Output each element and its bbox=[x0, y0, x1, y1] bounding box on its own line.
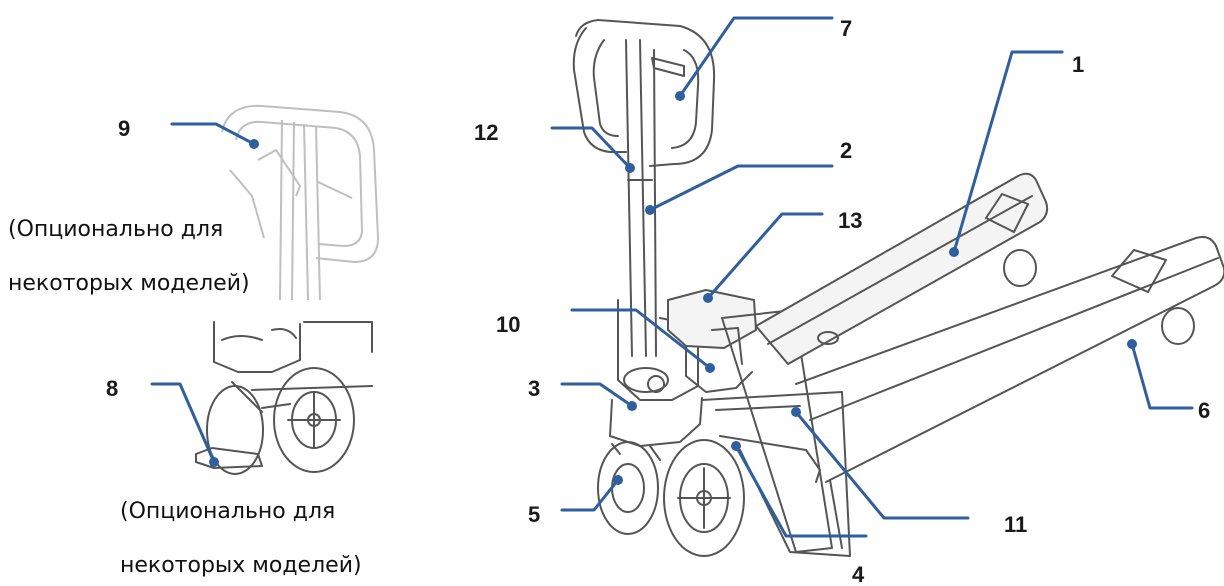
leader-dot-12 bbox=[625, 163, 635, 173]
leader-dot-2 bbox=[645, 205, 655, 215]
leader-line-2 bbox=[648, 164, 834, 212]
leader-line-9 bbox=[170, 122, 256, 146]
leader-dot-6 bbox=[1127, 339, 1137, 349]
optional-note-top-line2: некоторых моделей) bbox=[8, 271, 250, 296]
callout-4: 4 bbox=[852, 562, 865, 586]
leader-line-3 bbox=[560, 382, 634, 408]
callout-2: 2 bbox=[840, 138, 852, 163]
leader-lines bbox=[150, 16, 1194, 538]
leader-dot-3 bbox=[627, 401, 637, 411]
callout-8: 8 bbox=[106, 376, 118, 401]
leader-dot-1 bbox=[949, 247, 959, 257]
leader-dot-5 bbox=[613, 475, 623, 485]
optional-note-bottom-line1: (Опционально для bbox=[120, 499, 335, 524]
leader-dot-13 bbox=[703, 293, 713, 303]
optional-note-top-line1: (Опционально для bbox=[8, 217, 223, 242]
callout-6: 6 bbox=[1198, 398, 1210, 423]
leader-line-12 bbox=[550, 126, 632, 170]
callout-1: 1 bbox=[1072, 52, 1084, 77]
leader-dot-11 bbox=[791, 407, 801, 417]
handle-detail-drawing bbox=[221, 104, 379, 301]
leader-line-7 bbox=[678, 16, 834, 98]
leader-line-10 bbox=[570, 308, 712, 370]
callout-10: 10 bbox=[496, 312, 520, 337]
callout-7: 7 bbox=[840, 16, 852, 41]
callout-13: 13 bbox=[838, 208, 862, 233]
leader-dot-4 bbox=[731, 441, 741, 451]
leader-dot-7 bbox=[675, 91, 685, 101]
callout-9: 9 bbox=[118, 116, 130, 141]
leader-line-6 bbox=[1130, 342, 1194, 410]
leader-dot-10 bbox=[705, 363, 715, 373]
brake-wheel-detail-drawing bbox=[195, 321, 373, 475]
callout-5: 5 bbox=[528, 502, 540, 527]
pallet-truck-drawing bbox=[572, 19, 1224, 557]
leader-line-1 bbox=[952, 50, 1064, 254]
callout-3: 3 bbox=[528, 376, 540, 401]
leader-dot-8 bbox=[209, 457, 219, 467]
optional-notes: (Опционально для некоторых моделей) (Опц… bbox=[8, 217, 362, 578]
leader-line-11 bbox=[794, 410, 970, 520]
leader-line-13 bbox=[706, 212, 824, 300]
callout-labels: 1 2 3 4 5 6 7 8 9 10 11 12 13 bbox=[106, 16, 1210, 586]
leader-dot-9 bbox=[249, 139, 259, 149]
leader-line-5 bbox=[560, 478, 620, 512]
leader-line-8 bbox=[150, 382, 216, 464]
callout-12: 12 bbox=[474, 120, 498, 145]
leader-dots bbox=[209, 91, 1137, 485]
callout-11: 11 bbox=[1004, 512, 1027, 537]
leader-line-4 bbox=[734, 444, 868, 538]
optional-note-bottom-line2: некоторых моделей) bbox=[120, 553, 362, 578]
